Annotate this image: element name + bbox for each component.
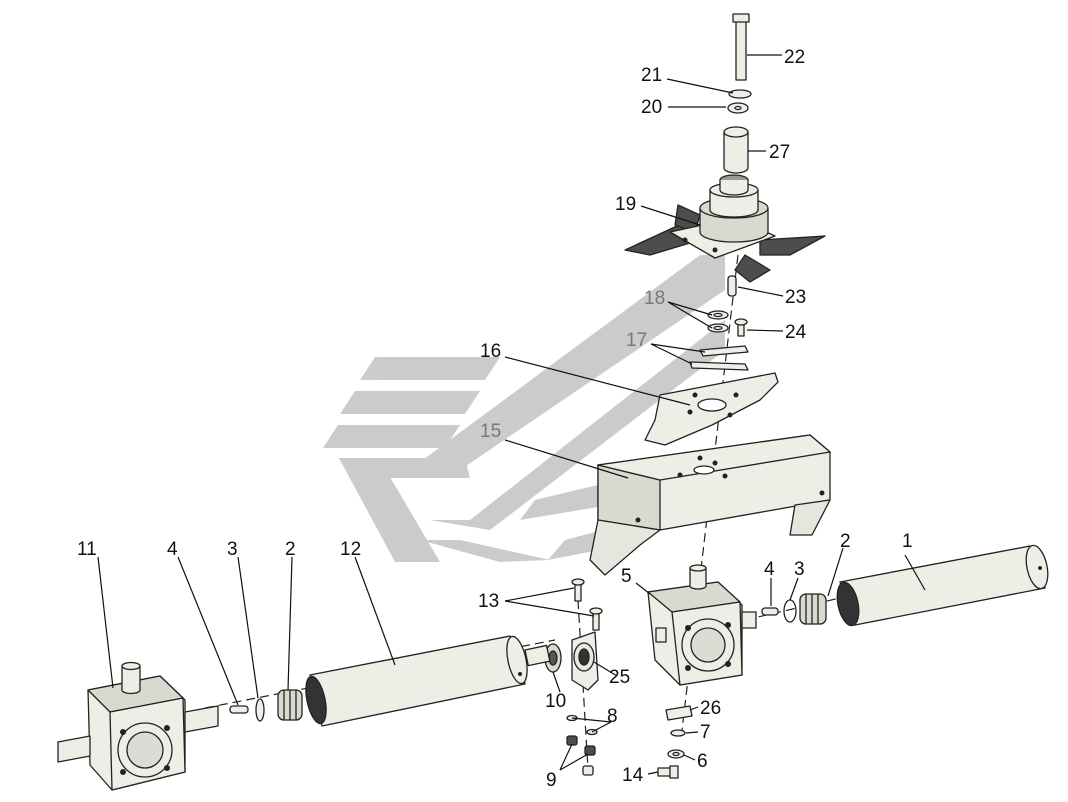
callout-12: 12 (340, 539, 361, 560)
callout-19: 19 (615, 194, 636, 215)
part-9-nuts (566, 735, 596, 776)
callout-6: 6 (697, 751, 708, 772)
callout-3-left: 3 (227, 539, 238, 560)
callout-13: 13 (478, 591, 499, 612)
part-15-frame (589, 434, 831, 576)
part-3-ring-right (783, 599, 797, 623)
callout-4-left: 4 (167, 539, 178, 560)
part-2-coupling-left (277, 689, 303, 721)
callout-10: 10 (545, 691, 566, 712)
callout-11: 11 (77, 539, 97, 560)
callout-17: 17 (626, 330, 647, 351)
callout-2-right: 2 (840, 531, 851, 552)
callout-3-right: 3 (794, 559, 805, 580)
callout-24: 24 (785, 322, 807, 343)
part-6-washer (667, 749, 685, 759)
callout-1: 1 (902, 531, 913, 552)
part-26-plate (665, 705, 693, 721)
part-11-gearbox (57, 661, 219, 791)
part-4-key-right (761, 607, 779, 616)
callout-23: 23 (785, 287, 806, 308)
part-25-bearing-housing (571, 631, 599, 691)
part-22-bolt (732, 13, 750, 81)
part-21-lock-washer (728, 89, 752, 99)
part-17-plates (689, 345, 749, 371)
callout-26: 26 (700, 698, 721, 719)
part-3-ring-left (255, 698, 265, 722)
part-12-tube (305, 635, 551, 727)
part-18-washers (707, 310, 729, 333)
callout-25: 25 (609, 667, 630, 688)
callout-7: 7 (700, 722, 711, 743)
part-23-pin (727, 275, 737, 297)
part-7-washer (670, 729, 686, 737)
part-14-bolt (657, 765, 679, 779)
callout-5: 5 (621, 566, 632, 587)
part-27-bushing (723, 126, 749, 174)
callout-16: 16 (480, 341, 501, 362)
callout-labels: 22 21 20 27 19 23 18 24 17 16 15 11 4 3 … (77, 47, 913, 791)
callout-22: 22 (784, 47, 805, 68)
callout-15: 15 (480, 421, 501, 442)
callout-4-right: 4 (764, 559, 775, 580)
part-13-bolts (571, 578, 603, 631)
part-20-washer (727, 102, 749, 114)
part-24-bolt (734, 318, 748, 337)
part-4-key-left (229, 705, 249, 714)
callout-8: 8 (607, 706, 618, 727)
callout-9: 9 (546, 770, 557, 791)
callout-20: 20 (641, 97, 662, 118)
part-1-tube (836, 544, 1049, 627)
callout-18: 18 (644, 288, 665, 309)
callout-2-left: 2 (285, 539, 296, 560)
part-5-gearbox (647, 564, 757, 686)
callout-27: 27 (769, 142, 790, 163)
callout-21: 21 (641, 65, 662, 86)
part-16-plate (644, 372, 779, 446)
callout-14: 14 (622, 765, 644, 786)
leader-lines (97, 54, 926, 775)
part-2-coupling-right (799, 593, 827, 625)
part-19-rotor-hub (624, 174, 826, 283)
